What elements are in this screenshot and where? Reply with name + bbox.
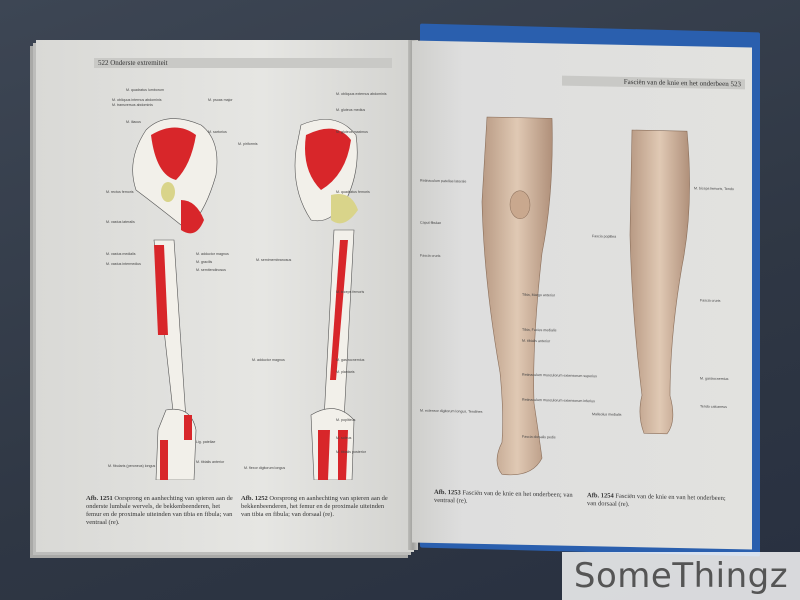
label: M. vastus intermedius <box>106 262 141 266</box>
label: Retinaculum patellae laterale <box>420 178 467 184</box>
label: Tendo calcaneus <box>700 404 727 410</box>
caption-text: Oorsprong en aanhechting van spieren aan… <box>241 495 388 518</box>
label: M. biceps femoris <box>336 290 365 294</box>
label: M. gluteus maximus <box>336 130 368 134</box>
caption-1252: Afb. 1252 Oorsprong en aanhechting van s… <box>241 495 391 519</box>
label: M. adductor magnus <box>196 252 229 256</box>
label: M. gluteus medius <box>336 108 366 112</box>
label: M. soleus <box>336 436 352 440</box>
caption-text: Oorsprong en aanhechting van spieren aan… <box>86 495 233 526</box>
watermark: SomeThingz <box>562 552 800 600</box>
label: Lig. patellae <box>196 440 216 444</box>
label: M. adductor magnus <box>252 358 285 362</box>
label: M. semimembranosus <box>256 258 292 262</box>
label: M. quadratus lumborum <box>126 88 164 92</box>
caption-label: Afb. 1252 <box>241 495 268 502</box>
label: M. tibialis posterior <box>336 450 366 454</box>
caption-1253: Afb. 1253 Fasciën van de knie en het ond… <box>434 489 574 508</box>
label: Malleolus medialis <box>592 412 622 417</box>
right-page-header: Fasciën van de knie en het onderbeen 523 <box>562 75 745 90</box>
label: M. psoas major <box>208 98 233 102</box>
label: Fascia cruris <box>420 253 441 259</box>
label: M. iliacus <box>126 120 141 124</box>
label: Fascia poplitea <box>592 234 617 239</box>
label: M. popliteus <box>336 418 356 422</box>
caption-label: Afb. 1254 <box>587 492 614 500</box>
label: M. flexor digitorum longus <box>244 466 286 470</box>
label: M. gastrocnemius <box>336 358 365 362</box>
label: Fascia cruris <box>700 298 721 303</box>
label: M. fibularis (peroneus) longus <box>108 464 156 468</box>
caption-1254: Afb. 1254 Fasciën van de knie en van het… <box>587 492 727 511</box>
muscle-attachment-illustration <box>132 118 358 480</box>
label: Tibia, Facies medialis <box>522 327 557 333</box>
label: M. transversus abdominis <box>112 103 153 107</box>
label: M. sartorius <box>208 130 227 134</box>
label: M. tibialis anterior <box>522 338 551 344</box>
label: M. quadratus femoris <box>336 190 370 194</box>
caption-1251: Afb. 1251 Oorsprong en aanhechting van s… <box>86 495 236 527</box>
caption-label: Afb. 1253 <box>434 488 461 497</box>
right-page: Fasciën van de knie en het onderbeen 523… <box>412 40 752 550</box>
label: M. extensor digitorum longus, Tendines <box>420 408 483 414</box>
label: Fascia dorsalis pedis <box>522 434 556 440</box>
label: Caput fibulae <box>420 220 442 226</box>
label: M. obliquus internus abdominis <box>112 98 162 102</box>
label: M. biceps femoris, Tendo <box>694 186 734 192</box>
left-page-header: 522 Onderste extremiteit <box>94 58 392 68</box>
label: M. semitendinosus <box>196 268 226 272</box>
label: M. gastrocnemius <box>700 376 729 382</box>
label: M. rectus femoris <box>106 190 134 194</box>
label: M. tibialis anterior <box>196 460 225 464</box>
caption-label: Afb. 1251 <box>86 495 113 502</box>
label: M. piriformis <box>238 142 258 146</box>
label: M. obliquus externus abdominis <box>336 92 387 96</box>
label: M. plantaris <box>336 370 355 374</box>
label: M. vastus medialis <box>106 252 136 256</box>
label: M. gracilis <box>196 260 213 264</box>
label: Tibia, Margo anterior <box>522 292 556 298</box>
left-page: 522 Onderste extremiteit M. quadratus lu… <box>36 40 414 552</box>
leg-fascia-illustration <box>481 116 690 476</box>
label: M. vastus lateralis <box>106 220 135 224</box>
